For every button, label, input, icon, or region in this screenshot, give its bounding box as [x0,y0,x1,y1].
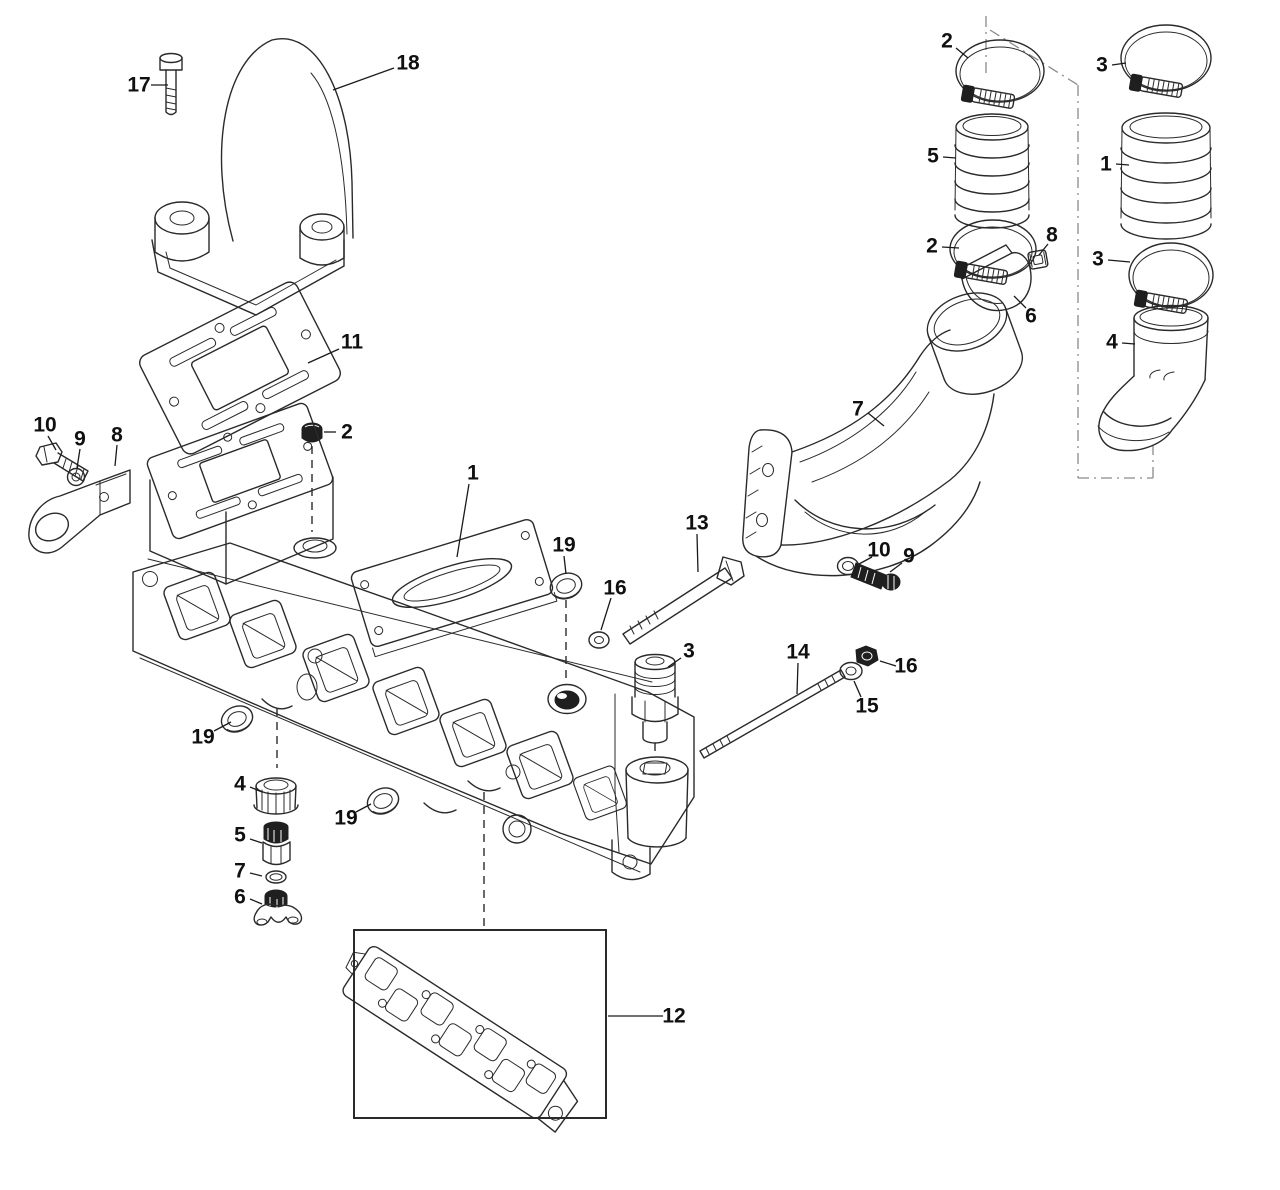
callout-leader-2 [955,47,969,59]
callout-label-16: 16 [603,577,626,600]
exhaust-manifold-1 [132,402,695,881]
callout-label-19: 19 [191,726,214,749]
callout-leader-1 [1115,163,1130,166]
grommet-seat [547,683,587,715]
callout-leader-3 [1107,259,1131,263]
callout-leader-5 [942,156,957,159]
gasket-11 [139,281,341,455]
callout-label-2: 2 [941,30,953,53]
callout-label-7: 7 [852,398,864,421]
callout-leader-8 [114,444,118,467]
gasket-12-box [353,929,607,1119]
callout-label-8: 8 [111,424,123,447]
callout-leader-9 [889,562,903,573]
callout-leader-2 [941,246,960,249]
callout-leader-19 [213,721,232,732]
callout-leader-19 [563,555,567,575]
callout-label-16: 16 [894,655,917,678]
callout-label-3: 3 [683,640,695,663]
callout-label-8: 8 [1046,224,1058,247]
callout-label-19: 19 [552,534,575,557]
callout-label-2: 2 [926,235,938,258]
callout-label-6: 6 [234,886,246,909]
washer-15 [839,661,863,681]
callout-label-12: 12 [662,1005,685,1028]
oring-7 [265,870,287,884]
callout-label-9: 9 [903,545,915,568]
molded-hose-4 [1097,304,1209,452]
callout-leader-13 [696,533,699,573]
exhaust-riser-cover-18 [151,37,354,316]
callout-leader-7 [867,412,885,427]
callout-leader-11 [307,348,340,364]
callout-label-5: 5 [927,145,939,168]
bolt-13 [622,556,745,645]
callout-leader-19 [355,803,372,813]
drain-cock-6 [253,889,303,926]
callout-label-17: 17 [127,74,150,97]
callout-leader-16 [600,597,612,631]
callout-label-7: 7 [234,860,246,883]
stud-14 [699,669,846,759]
callout-leader-4 [249,786,263,793]
callout-leader-9 [76,448,81,469]
callout-label-14: 14 [786,641,810,664]
hose-clamp-2-lower [949,219,1037,287]
callout-label-10: 10 [867,539,890,562]
anode-plug-5 [262,821,291,866]
callout-label-6: 6 [1025,305,1037,328]
callout-leader-15 [853,680,862,698]
callout-label-4: 4 [234,773,246,796]
callout-label-18: 18 [396,52,420,75]
callout-leader-1 [456,483,470,558]
callout-label-1: 1 [467,462,479,485]
washer-9 [66,467,86,487]
bellows-hose-1 [1120,112,1212,240]
callout-label-1: 1 [1100,153,1112,176]
callout-label-2: 2 [341,421,353,444]
callout-leader-6 [249,898,263,905]
gasket-12 [342,945,579,1133]
callout-leader-8 [1038,243,1049,256]
callout-label-3: 3 [1096,54,1108,77]
bolt-17 [159,52,183,116]
callout-label-9: 9 [74,428,86,451]
callout-label-4: 4 [1106,331,1118,354]
callout-leader-3 [667,657,682,668]
assembly-dash-lines [276,446,656,928]
fitting-3 [631,653,679,744]
hose-clamp-2-upper [955,39,1045,111]
callout-leader-7 [249,872,263,877]
callout-leader-14 [796,662,799,695]
callout-label-19: 19 [334,807,357,830]
callout-leader-5 [249,838,263,844]
callout-leader-10 [858,556,873,565]
bracket-8 [28,469,131,554]
bolt-9-right [850,562,901,591]
callout-leader-18 [332,67,395,91]
hose-clamp-3-upper [1120,24,1212,100]
callout-leader-16 [879,660,897,667]
callout-leader-6 [1013,295,1027,309]
callout-label-13: 13 [685,512,708,535]
callout-leader-3 [1111,62,1127,66]
callout-leader-4 [1121,342,1136,345]
washer-16-left [588,631,610,649]
nut-16-right [855,645,879,667]
callout-label-15: 15 [855,695,879,718]
hose-group-boundary [985,16,1154,479]
bellows-hose-5 [954,113,1030,229]
callout-label-3: 3 [1092,248,1104,271]
callout-label-11: 11 [341,331,364,354]
callout-label-5: 5 [234,824,246,847]
callout-leader-10 [47,435,57,451]
callout-label-10: 10 [33,414,56,437]
